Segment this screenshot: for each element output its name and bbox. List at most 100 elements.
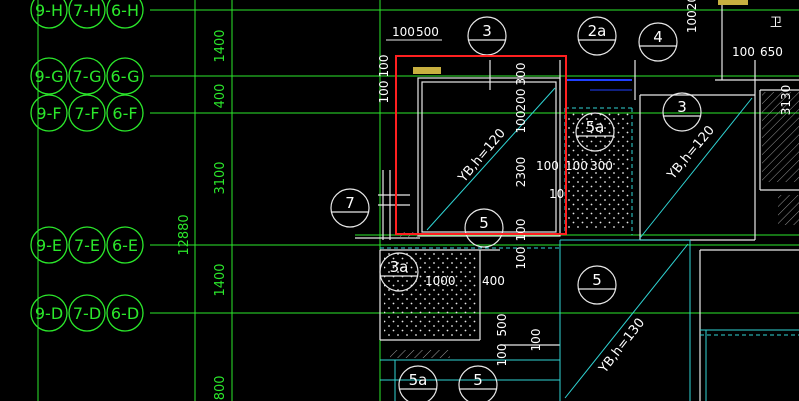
axis-bubble-label: 9-G <box>35 67 64 86</box>
dim-100h: 100 <box>495 344 509 367</box>
axis-bubble-label: 6-H <box>111 1 139 20</box>
dim-500a: 500 <box>416 25 439 39</box>
section-mark-label: 3 <box>677 98 687 116</box>
slab-label-1: YB,h=120 <box>455 126 509 186</box>
dim-1100: 100 <box>565 159 588 173</box>
axis-bubble-7-h: 7-H <box>68 0 106 29</box>
dim-100i: 100 <box>529 329 543 352</box>
section-mark-3: 3 <box>662 92 702 132</box>
fill-areas <box>384 92 799 358</box>
axis-bubble-6-d: 6-D <box>106 294 144 332</box>
section-marks: 3 2a 4 3 5a 7 5 3a 5 5a 5 <box>330 16 702 401</box>
axis-bubble-label: 7-E <box>74 236 100 255</box>
dim-400b: 400 <box>482 274 505 288</box>
dim-10: 10 <box>549 187 564 201</box>
dim-1000: 1000 <box>425 274 456 288</box>
dim-100g: 100 <box>514 247 528 270</box>
section-mark-3a: 3a <box>379 252 419 292</box>
slab-diagonal-2 <box>639 97 753 239</box>
section-mark-label: 5a <box>409 371 428 389</box>
axis-bubble-label: 7-D <box>73 304 101 323</box>
hatched-wall-right <box>762 92 799 182</box>
dim-100c: 100 <box>377 81 391 104</box>
section-mark-5: 5 <box>458 365 498 401</box>
dim-1400-mid: 1400 <box>213 263 228 296</box>
dim-3800: 3800 <box>213 375 228 401</box>
corner-label: 卫 <box>770 15 782 29</box>
inner-dimensions: 100 500 100 100 300 200 100 2300 100 100… <box>377 0 793 366</box>
axis-bubble-label: 9-D <box>35 304 63 323</box>
beam-yellow-block <box>413 67 441 74</box>
dim-400: 400 <box>213 84 228 109</box>
axis-bubble-7-d: 7-D <box>68 294 106 332</box>
section-mark-4: 4 <box>638 22 678 62</box>
section-mark-label: 3a <box>390 258 409 276</box>
section-mark-label: 4 <box>653 28 663 46</box>
axis-bubble-7-g: 7-G <box>68 57 106 95</box>
axis-bubble-label: 6-G <box>111 67 140 86</box>
axis-bubble-label: 7-H <box>73 1 101 20</box>
dim-3130: 3130 <box>779 85 793 116</box>
accents <box>413 0 748 91</box>
dim-100a: 100 <box>392 25 415 39</box>
section-mark-2a: 2a <box>577 16 617 56</box>
dim-3100: 3100 <box>213 161 228 194</box>
dim-2300: 2300 <box>514 157 528 188</box>
dim-650: 650 <box>760 45 783 59</box>
axis-bubble-label: 6-F <box>112 104 137 123</box>
axis-bubble-label: 9-E <box>36 236 62 255</box>
section-mark-label: 5 <box>479 214 489 232</box>
dim-100f: 100 <box>514 219 528 242</box>
axis-bubble-label: 7-F <box>74 104 99 123</box>
axis-bubble-label: 6-E <box>112 236 138 255</box>
axis-bubble-7-f: 7-F <box>68 94 106 132</box>
dim-500b: 500 <box>495 314 509 337</box>
section-mark-5a: 5a <box>398 365 438 401</box>
slab-diagonal-1 <box>426 87 556 231</box>
axis-bubbles: 9-H 7-H 6-H 9-G 7-G 6-G 9-F 7-F 6-F 9-E 7-E 6-E 9-D 7… <box>30 0 144 332</box>
axis-bubble-label: 9-H <box>35 1 63 20</box>
dim-100b: 100 <box>377 55 391 78</box>
left-dimensions: 1400 400 3100 1400 3800 12880 <box>177 29 228 401</box>
section-mark-label: 5a <box>586 118 605 136</box>
axis-bubble-9-d: 9-D <box>30 294 68 332</box>
section-mark-label: 2a <box>588 22 607 40</box>
dim-10020: 10020 <box>685 0 699 33</box>
section-mark-5a: 5a <box>575 112 615 152</box>
selection-highlight <box>395 55 567 235</box>
section-mark-3: 3 <box>467 16 507 56</box>
axis-bubble-6-g: 6-G <box>106 57 144 95</box>
section-mark-5: 5 <box>577 265 617 305</box>
dim-100j: 100 <box>732 45 755 59</box>
dim-1400-top: 1400 <box>213 29 228 62</box>
section-mark-5: 5 <box>464 208 504 248</box>
axis-bubble-label: 9-F <box>36 104 61 123</box>
axis-bubble-9-e: 9-E <box>30 226 68 264</box>
slab-label-3: YB,h=130 <box>596 316 648 377</box>
dim-300b: 300 <box>590 159 613 173</box>
axis-bubble-6-e: 6-E <box>106 226 144 264</box>
section-mark-label: 7 <box>345 194 355 212</box>
axis-bubble-label: 7-G <box>73 67 102 86</box>
section-mark-label: 5 <box>473 371 483 389</box>
dotted-area-shaft <box>568 112 630 230</box>
dim-100d: 100 <box>514 111 528 134</box>
axis-bubble-9-g: 9-G <box>30 57 68 95</box>
axis-bubble-6-f: 6-F <box>106 94 144 132</box>
section-mark-label: 5 <box>592 271 602 289</box>
axis-bubble-7-e: 7-E <box>68 226 106 264</box>
room-outline-left <box>417 77 561 237</box>
axis-bubble-9-h: 9-H <box>30 0 68 29</box>
dim-300: 300 <box>514 63 528 86</box>
dim-12880: 12880 <box>177 214 192 255</box>
axis-bubble-6-h: 6-H <box>106 0 144 29</box>
slab-diagonal-3 <box>564 243 689 399</box>
section-mark-7: 7 <box>330 188 370 228</box>
dim-100e: 100 <box>536 159 559 173</box>
axis-bubble-label: 6-D <box>111 304 139 323</box>
section-mark-label: 3 <box>482 22 492 40</box>
axis-bubble-9-f: 9-F <box>30 94 68 132</box>
dim-200: 200 <box>514 89 528 112</box>
